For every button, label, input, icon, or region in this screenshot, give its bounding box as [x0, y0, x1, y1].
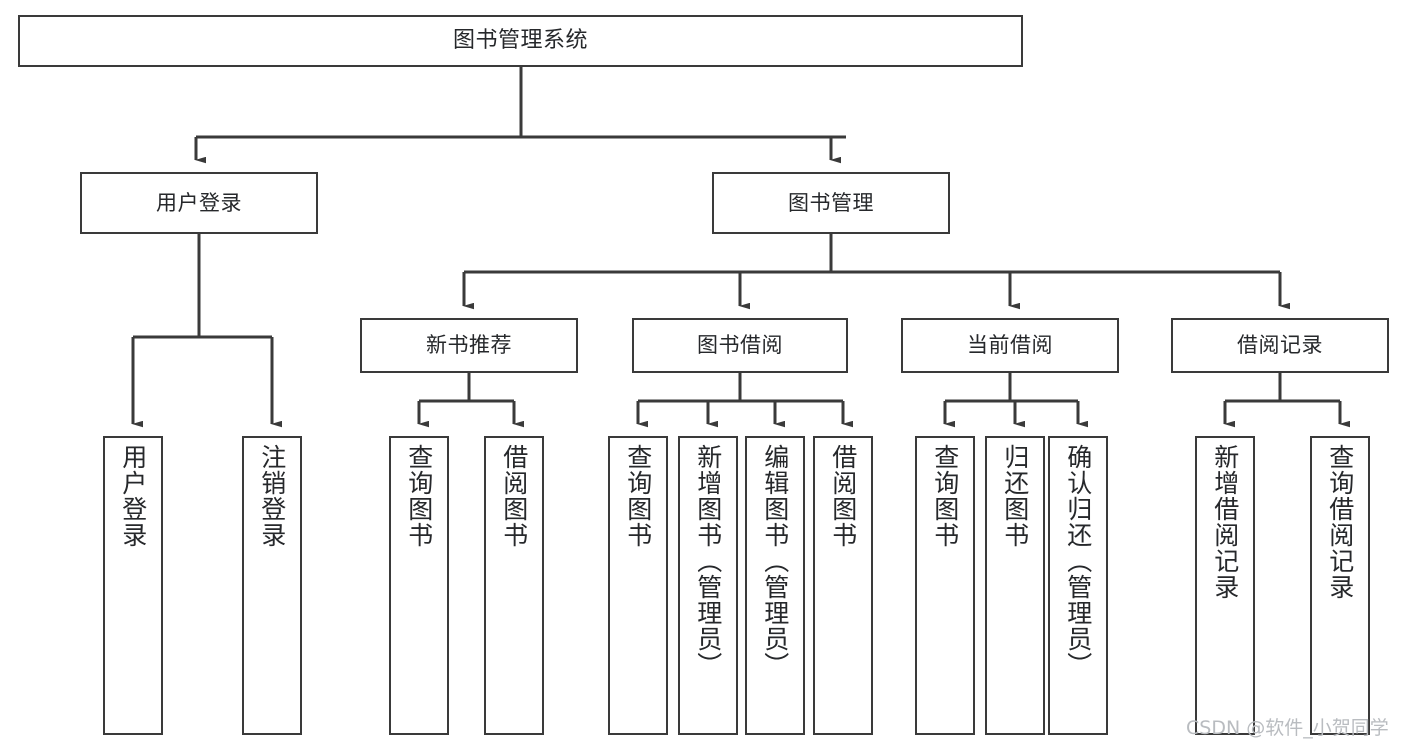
node-new-book-recommend[interactable]: 新书推荐 [360, 318, 578, 373]
leaf-user-login[interactable]: 用户登录 [103, 436, 163, 735]
node-user-login-label: 用户登录 [156, 190, 242, 215]
leaf-edit-book-admin[interactable]: 编辑图书（管理员） [745, 436, 805, 735]
leaf-confirm-return-admin-label: 确认归还（管理员） [1063, 444, 1093, 678]
leaf-query-borrow-record-label: 查询借阅记录 [1325, 444, 1355, 600]
leaf-borrow-book-1[interactable]: 借阅图书 [484, 436, 544, 735]
node-root-system-label: 图书管理系统 [452, 28, 588, 54]
leaf-confirm-return-admin[interactable]: 确认归还（管理员） [1048, 436, 1108, 735]
leaf-query-book-2-label: 查询图书 [623, 444, 653, 548]
leaf-logout-login[interactable]: 注销登录 [242, 436, 302, 735]
leaf-logout-login-label: 注销登录 [257, 444, 287, 548]
node-book-manage-label: 图书管理 [788, 190, 874, 215]
leaf-add-book-admin[interactable]: 新增图书（管理员） [678, 436, 738, 735]
leaf-borrow-book-1-label: 借阅图书 [499, 444, 529, 548]
node-borrow-record-label: 借阅记录 [1237, 333, 1323, 358]
leaf-query-book-3[interactable]: 查询图书 [915, 436, 975, 735]
csdn-watermark: CSDN @软件_小贺同学 [1186, 717, 1389, 739]
node-borrow-record[interactable]: 借阅记录 [1171, 318, 1389, 373]
leaf-query-book-2[interactable]: 查询图书 [608, 436, 668, 735]
leaf-query-book-1-label: 查询图书 [404, 444, 434, 548]
node-book-borrow[interactable]: 图书借阅 [632, 318, 848, 373]
node-new-book-recommend-label: 新书推荐 [426, 333, 512, 358]
node-root-system[interactable]: 图书管理系统 [18, 15, 1023, 67]
node-user-login[interactable]: 用户登录 [80, 172, 318, 234]
leaf-return-book-label: 归还图书 [1000, 444, 1030, 548]
leaf-query-book-1[interactable]: 查询图书 [389, 436, 449, 735]
leaf-return-book[interactable]: 归还图书 [985, 436, 1045, 735]
leaf-add-book-admin-label: 新增图书（管理员） [693, 444, 723, 678]
leaf-borrow-book-2[interactable]: 借阅图书 [813, 436, 873, 735]
leaf-borrow-book-2-label: 借阅图书 [828, 444, 858, 548]
node-book-manage[interactable]: 图书管理 [712, 172, 950, 234]
node-current-borrow-label: 当前借阅 [967, 333, 1053, 358]
leaf-add-borrow-record-label: 新增借阅记录 [1210, 444, 1240, 600]
leaf-query-borrow-record[interactable]: 查询借阅记录 [1310, 436, 1370, 735]
leaf-edit-book-admin-label: 编辑图书（管理员） [760, 444, 790, 678]
leaf-query-book-3-label: 查询图书 [930, 444, 960, 548]
leaf-add-borrow-record[interactable]: 新增借阅记录 [1195, 436, 1255, 735]
node-book-borrow-label: 图书借阅 [697, 333, 783, 358]
leaf-user-login-label: 用户登录 [118, 444, 148, 548]
node-current-borrow[interactable]: 当前借阅 [901, 318, 1119, 373]
